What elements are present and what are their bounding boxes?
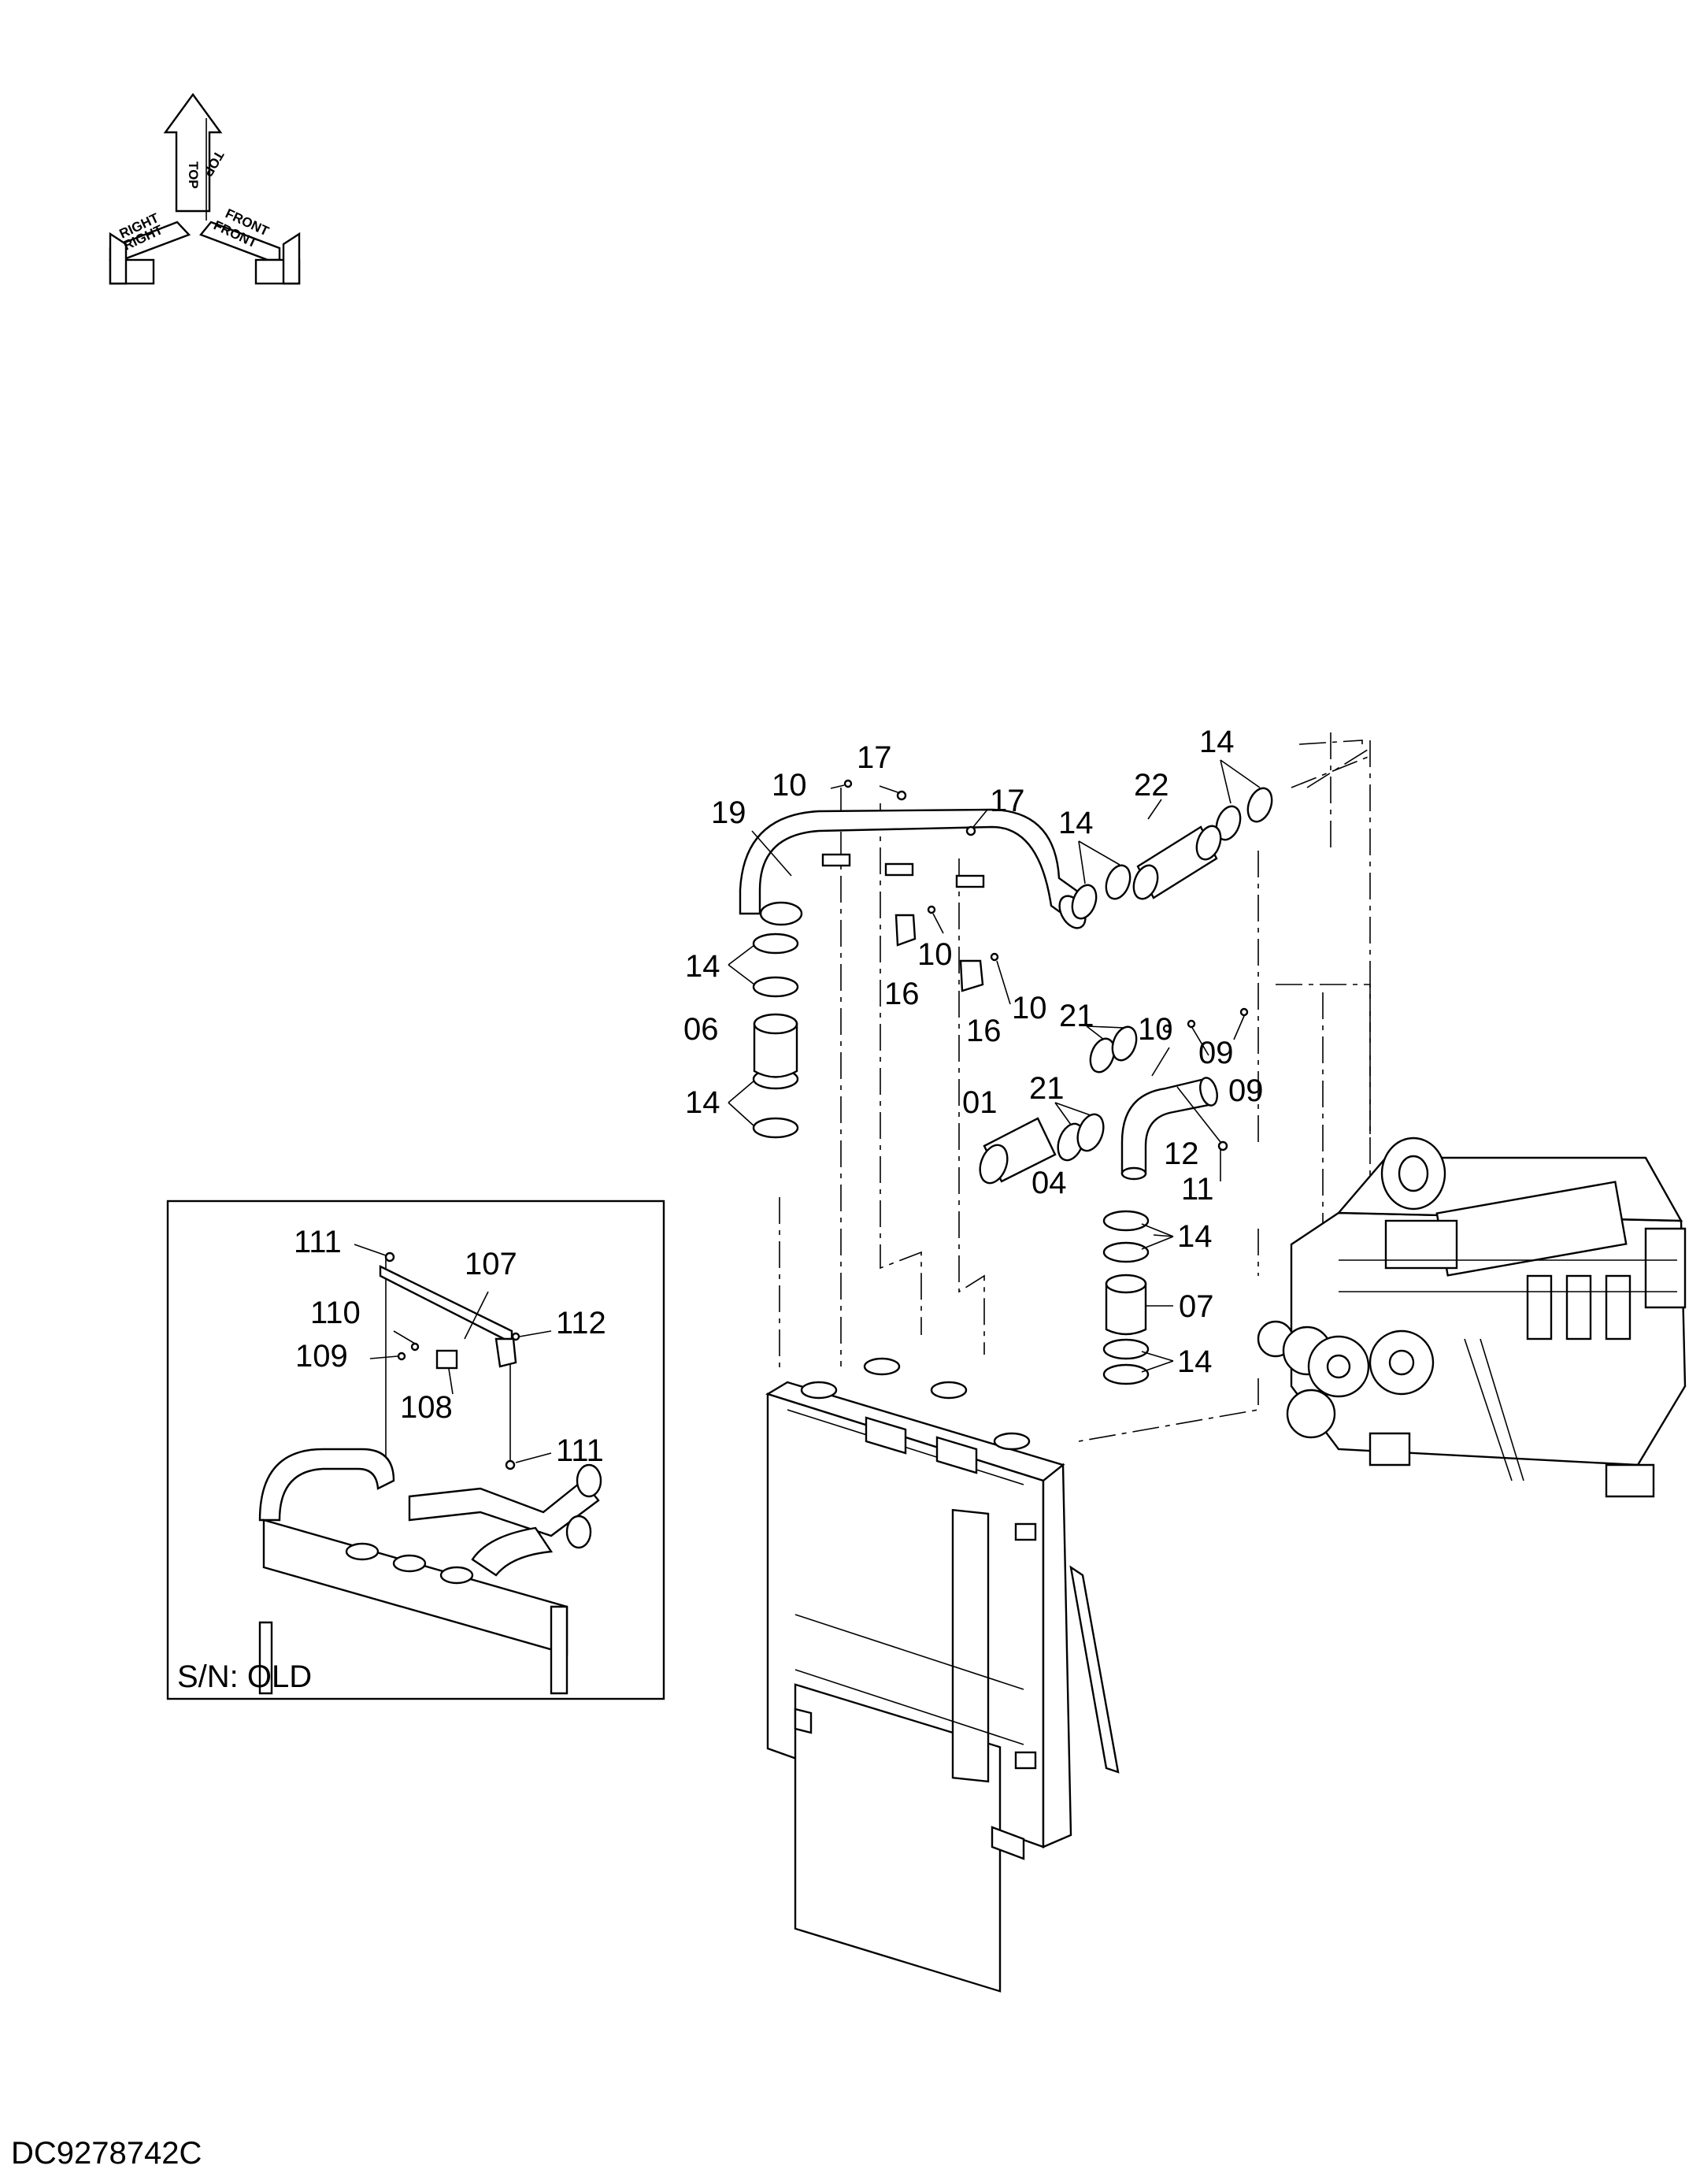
callout-12: 12 <box>1164 1136 1199 1171</box>
inset-callout-109: 109 <box>295 1339 348 1374</box>
document-code: DC9278742C <box>11 2136 202 2171</box>
callout-14: 14 <box>685 1085 720 1120</box>
callout-16: 16 <box>884 977 920 1011</box>
orientation-symbol: TOP TOP RIGHT RIGHT FRONT FRONT <box>109 92 301 285</box>
callout-01: 01 <box>962 1085 998 1120</box>
inset-callout-111: 111 <box>556 1433 604 1468</box>
inset-old-serial <box>166 1200 665 1700</box>
top-axis-label: TOP <box>186 161 201 189</box>
callout-21: 21 <box>1029 1071 1065 1106</box>
callout-14: 14 <box>1177 1344 1213 1379</box>
callout-10: 10 <box>917 937 953 972</box>
callout-16: 16 <box>966 1014 1002 1048</box>
leader-lines <box>354 759 1261 1463</box>
callout-10: 10 <box>1012 991 1047 1025</box>
callout-09: 09 <box>1228 1073 1264 1108</box>
callout-10: 10 <box>772 768 807 803</box>
callout-22: 22 <box>1134 768 1169 803</box>
callout-14: 14 <box>1177 1219 1213 1254</box>
inset-caption: S/N: OLD <box>177 1659 312 1694</box>
callout-09: 09 <box>1198 1036 1234 1070</box>
hardware-parts <box>752 779 1273 1385</box>
engine <box>1257 1136 1687 1498</box>
callout-07: 07 <box>1179 1289 1214 1324</box>
callout-21: 21 <box>1059 999 1094 1033</box>
callout-11: 11 <box>1181 1172 1214 1207</box>
callout-10: 10 <box>1138 1012 1173 1047</box>
inset-callout-112: 112 <box>556 1306 606 1340</box>
inset-callout-110: 110 <box>310 1296 361 1330</box>
callout-19: 19 <box>711 795 746 830</box>
callout-14: 14 <box>685 949 720 984</box>
callout-17: 17 <box>990 784 1025 818</box>
radiator-assembly <box>765 1357 1120 1993</box>
assembly-lines <box>779 732 1371 1442</box>
callout-06: 06 <box>683 1012 719 1047</box>
inset-callout-107: 107 <box>465 1247 517 1281</box>
callout-14: 14 <box>1058 806 1094 840</box>
callout-labels: 17 10 19 17 22 14 14 14 10 16 10 16 06 2… <box>177 725 1264 1694</box>
upper-pipe <box>739 808 1088 929</box>
callout-04: 04 <box>1031 1166 1067 1200</box>
callout-14: 14 <box>1199 725 1235 759</box>
inset-callout-108: 108 <box>400 1390 453 1425</box>
callout-17: 17 <box>857 740 892 775</box>
inset-callout-111: 111 <box>294 1225 342 1259</box>
